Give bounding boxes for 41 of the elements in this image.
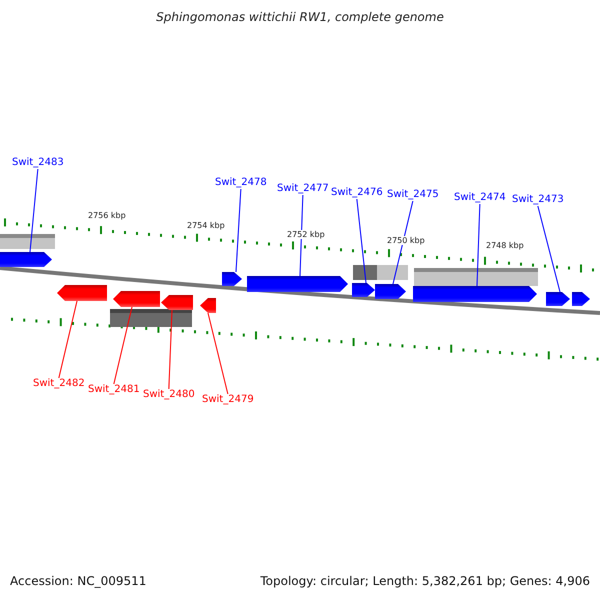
gene-feature (57, 285, 107, 301)
gene-label: Swit_2477 (277, 183, 329, 195)
leader-line (113, 306, 132, 384)
gene-label: Swit_2476 (331, 187, 383, 199)
leader-line (476, 204, 480, 286)
leader-line (537, 206, 560, 292)
leader-line (236, 188, 242, 272)
scale-label: 2748 kbp (485, 241, 525, 250)
gene-feature (200, 298, 216, 313)
gene-label: Swit_2480 (143, 389, 195, 401)
gene-feature (113, 291, 160, 307)
leader-line (58, 300, 78, 378)
scale-label: 2754 kbp (186, 221, 226, 230)
gene-label: Swit_2482 (33, 378, 85, 390)
gene-label: Swit_2475 (387, 189, 439, 201)
gene-feature (375, 284, 406, 299)
leader-line (392, 200, 414, 284)
footer-text: Topology: circular; Length: 5,382,261 bp; Genes: 4,906 (260, 574, 590, 588)
diagram-title: Sphingomonas wittichii RW1, complete genome (155, 10, 445, 24)
leader-line (356, 198, 366, 284)
gene-label: Swit_2473 (512, 194, 564, 206)
scale-label: 2750 kbp (386, 236, 426, 245)
gene-feature (546, 292, 570, 306)
leader-line (168, 310, 172, 390)
gene-feature (247, 276, 348, 292)
gene-feature (572, 292, 590, 306)
gene-label: Swit_2481 (88, 384, 140, 396)
gene-label: Swit_2474 (454, 192, 506, 204)
leader-line (208, 312, 228, 394)
gene-feature (222, 272, 242, 286)
gene-feature (352, 283, 375, 297)
scale-label: 2756 kbp (87, 211, 127, 220)
scale-label: 2752 kbp (286, 230, 326, 239)
leader-line (300, 194, 304, 276)
gene-label: Swit_2483 (12, 157, 64, 169)
leader-line (30, 168, 38, 252)
footer-text: Accession: NC_009511 (10, 574, 146, 588)
gene-label: Swit_2479 (202, 394, 254, 406)
gene-feature (413, 286, 537, 302)
gene-feature (0, 252, 52, 267)
gene-label: Swit_2478 (215, 177, 267, 189)
